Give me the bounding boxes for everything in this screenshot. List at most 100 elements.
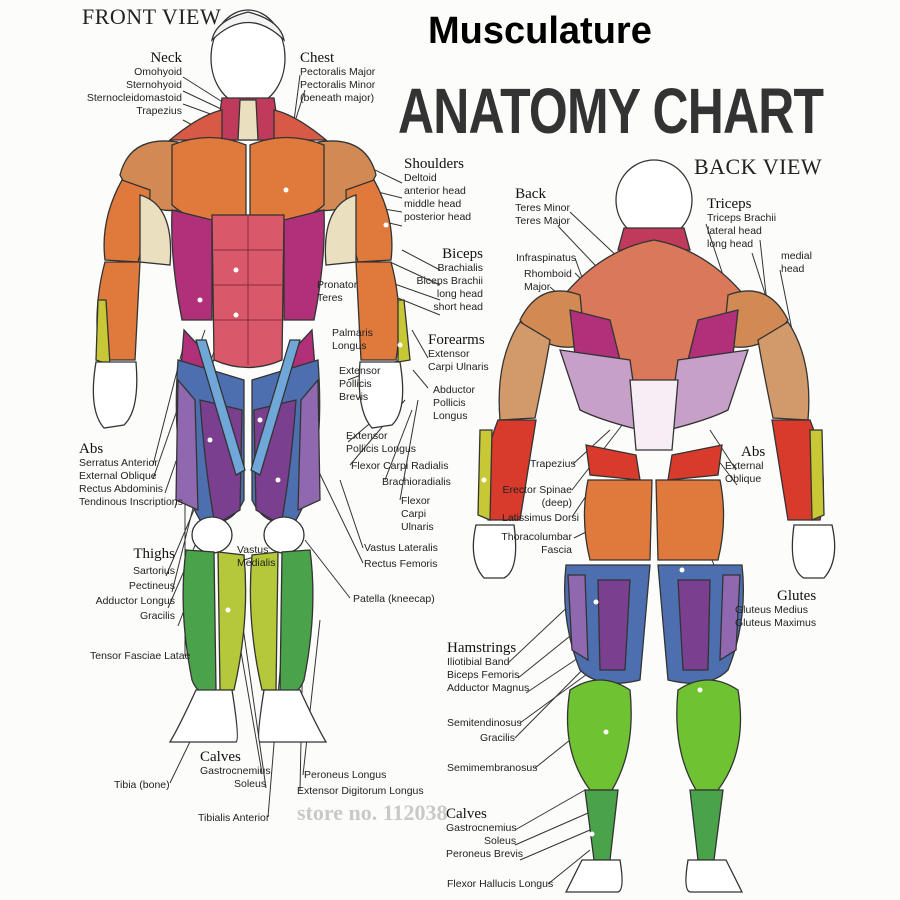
- chest-item: (beneath major): [300, 92, 375, 104]
- thighs-item: Adductor Longus: [95, 595, 175, 607]
- abs-item: Tendinous Inscriptions: [79, 496, 183, 508]
- tensor-fasciae-latae-label: Tensor Fasciae Latae: [90, 650, 191, 662]
- neck-item: Sternohyoid: [125, 79, 182, 91]
- back-calves-item: Gastrocnemius: [446, 822, 517, 834]
- shoulders-item: middle head: [404, 198, 462, 210]
- back-figure: [472, 159, 836, 893]
- fcu-line: Ulnaris: [401, 521, 434, 533]
- vastus-medialis-line: Vastus: [237, 544, 269, 556]
- abductor-line: Pollicis: [433, 397, 466, 409]
- store-watermark: store no. 112038: [297, 800, 448, 825]
- chest-heading: Chest: [300, 50, 335, 66]
- thighs-heading: Thighs: [133, 546, 175, 562]
- vastus-medialis-label: Vastus Medialis: [237, 544, 276, 570]
- pronator-line: Teres: [317, 292, 343, 304]
- back-abs-heading: Abs: [741, 444, 766, 460]
- shoulders-heading: Shoulders: [404, 156, 464, 172]
- front-view-heading: FRONT VIEW: [82, 4, 222, 29]
- neck-item: Omohyoid: [134, 66, 182, 78]
- shoulders-item: Deltoid: [404, 172, 437, 184]
- back-calves-item: Peroneus Brevis: [446, 848, 524, 860]
- back-abs-item: External: [725, 460, 764, 472]
- back-heading: Back: [515, 186, 546, 202]
- chest-item: Pectoralis Major: [300, 66, 376, 78]
- extensor-pollicis-brevis-label: Extensor Pollicis Brevis: [339, 365, 380, 404]
- thighs-label-group: Thighs Sartorius Pectineus Adductor Long…: [96, 546, 175, 623]
- epb-line: Pollicis: [339, 378, 372, 390]
- glutes-item: Gluteus Maximus: [735, 617, 817, 629]
- abs-item: Rectus Abdominis: [79, 483, 164, 495]
- erector-spinae-label: Erector Spinae (deep): [503, 484, 572, 510]
- biceps-item: Brachialis: [437, 262, 483, 274]
- hamstrings-label-group: Hamstrings Iliotibial Band Biceps Femori…: [447, 640, 529, 695]
- latissimus-dorsi-label: Latissimus Dorsi: [502, 512, 580, 524]
- forearms-heading: Forearms: [428, 332, 485, 348]
- back-label-group: Back Teres Minor Teres Major: [515, 186, 570, 228]
- rhomboid-major-label: Rhomboid Major: [524, 268, 572, 294]
- hamstrings-heading: Hamstrings: [447, 640, 517, 656]
- thighs-item: Pectineus: [128, 580, 175, 592]
- forearms-label-group: Forearms Extensor Carpi Ulnaris: [428, 332, 489, 374]
- epl-line: Extensor: [346, 430, 388, 442]
- neck-heading: Neck: [150, 50, 182, 66]
- rhomboid-line: Major: [524, 281, 551, 293]
- patella-label: Patella (kneecap): [353, 593, 435, 605]
- vastus-medialis-line: Medialis: [237, 557, 276, 569]
- pronator-line: Pronator: [317, 279, 358, 291]
- flexor-carpi-ulnaris-label: Flexor Carpi Ulnaris: [401, 495, 434, 534]
- tibialis-anterior-label: Tibialis Anterior: [198, 812, 270, 824]
- neck-label-group: Neck Omohyoid Sternohyoid Sternocleidoma…: [87, 50, 182, 118]
- rectus-femoris-label: Rectus Femoris: [364, 558, 438, 570]
- flexor-carpi-radialis-label: Flexor Carpi Radialis: [351, 460, 449, 472]
- abs-item: External Oblique: [79, 470, 157, 482]
- biceps-item: short head: [433, 301, 483, 313]
- peroneus-longus-label: Peroneus Longus: [304, 769, 387, 781]
- palmaris-line: Longus: [332, 340, 367, 352]
- biceps-label-group: Biceps Brachialis Biceps Brachii long he…: [416, 246, 483, 314]
- biceps-item: long head: [436, 288, 483, 300]
- biceps-item: Biceps Brachii: [416, 275, 483, 287]
- medial-head-label: medial head: [781, 250, 812, 276]
- thighs-item: Gracilis: [139, 610, 175, 622]
- triceps-item: long head: [707, 238, 754, 250]
- shoulders-item: anterior head: [404, 185, 466, 197]
- glutes-item: Gluteus Medius: [735, 604, 808, 616]
- thoracolumbar-fascia-label: Thoracolumbar Fascia: [501, 531, 572, 557]
- front-calves-label-group: Calves Gastrocnemius Soleus: [200, 749, 271, 791]
- abductor-pollicis-label: Abductor Pollicis Longus: [433, 384, 475, 423]
- front-calves-heading: Calves: [200, 749, 241, 765]
- chart-title: Musculature: [428, 10, 652, 52]
- abductor-line: Abductor: [433, 384, 476, 396]
- epb-line: Extensor: [339, 365, 381, 377]
- abs-heading: Abs: [79, 441, 104, 457]
- chest-item: Pectoralis Minor: [300, 79, 376, 91]
- triceps-label-group: Triceps Triceps Brachii lateral head lon…: [707, 196, 776, 251]
- triceps-item: Triceps Brachii: [707, 212, 777, 224]
- back-gracilis-label: Gracilis: [480, 732, 516, 744]
- fcu-line: Carpi: [401, 508, 427, 520]
- triceps-item: lateral head: [707, 225, 762, 237]
- vastus-lateralis-label: Vastus Lateralis: [364, 542, 438, 554]
- extensor-pollicis-longus-label: Extensor Pollicis Longus: [346, 430, 416, 456]
- brachioradialis-label: Brachioradialis: [382, 476, 451, 488]
- abs-item: Serratus Anterior: [79, 457, 158, 469]
- thoracolumbar-line: Thoracolumbar: [501, 531, 572, 543]
- neck-item: Sternocleidomastoid: [86, 92, 182, 104]
- front-calves-item: Gastrocnemius: [200, 765, 271, 777]
- back-calves-label-group: Calves Gastrocnemius Soleus Peroneus Bre…: [446, 806, 523, 861]
- back-abs-item: Oblique: [725, 473, 762, 485]
- triceps-heading: Triceps: [707, 196, 752, 212]
- back-calves-heading: Calves: [446, 806, 487, 822]
- tibia-label: Tibia (bone): [114, 779, 170, 791]
- shoulders-item: posterior head: [404, 211, 472, 223]
- hamstrings-item: Iliotibial Band: [447, 656, 510, 668]
- pronator-teres-label: Pronator Teres: [317, 279, 357, 305]
- glutes-heading: Glutes: [777, 588, 817, 604]
- back-item: Teres Major: [515, 215, 570, 227]
- back-trapezius-label: Trapezius: [530, 458, 576, 470]
- fcu-line: Flexor: [401, 495, 431, 507]
- forearms-item: Extensor: [428, 348, 470, 360]
- epl-line: Pollicis Longus: [346, 443, 417, 455]
